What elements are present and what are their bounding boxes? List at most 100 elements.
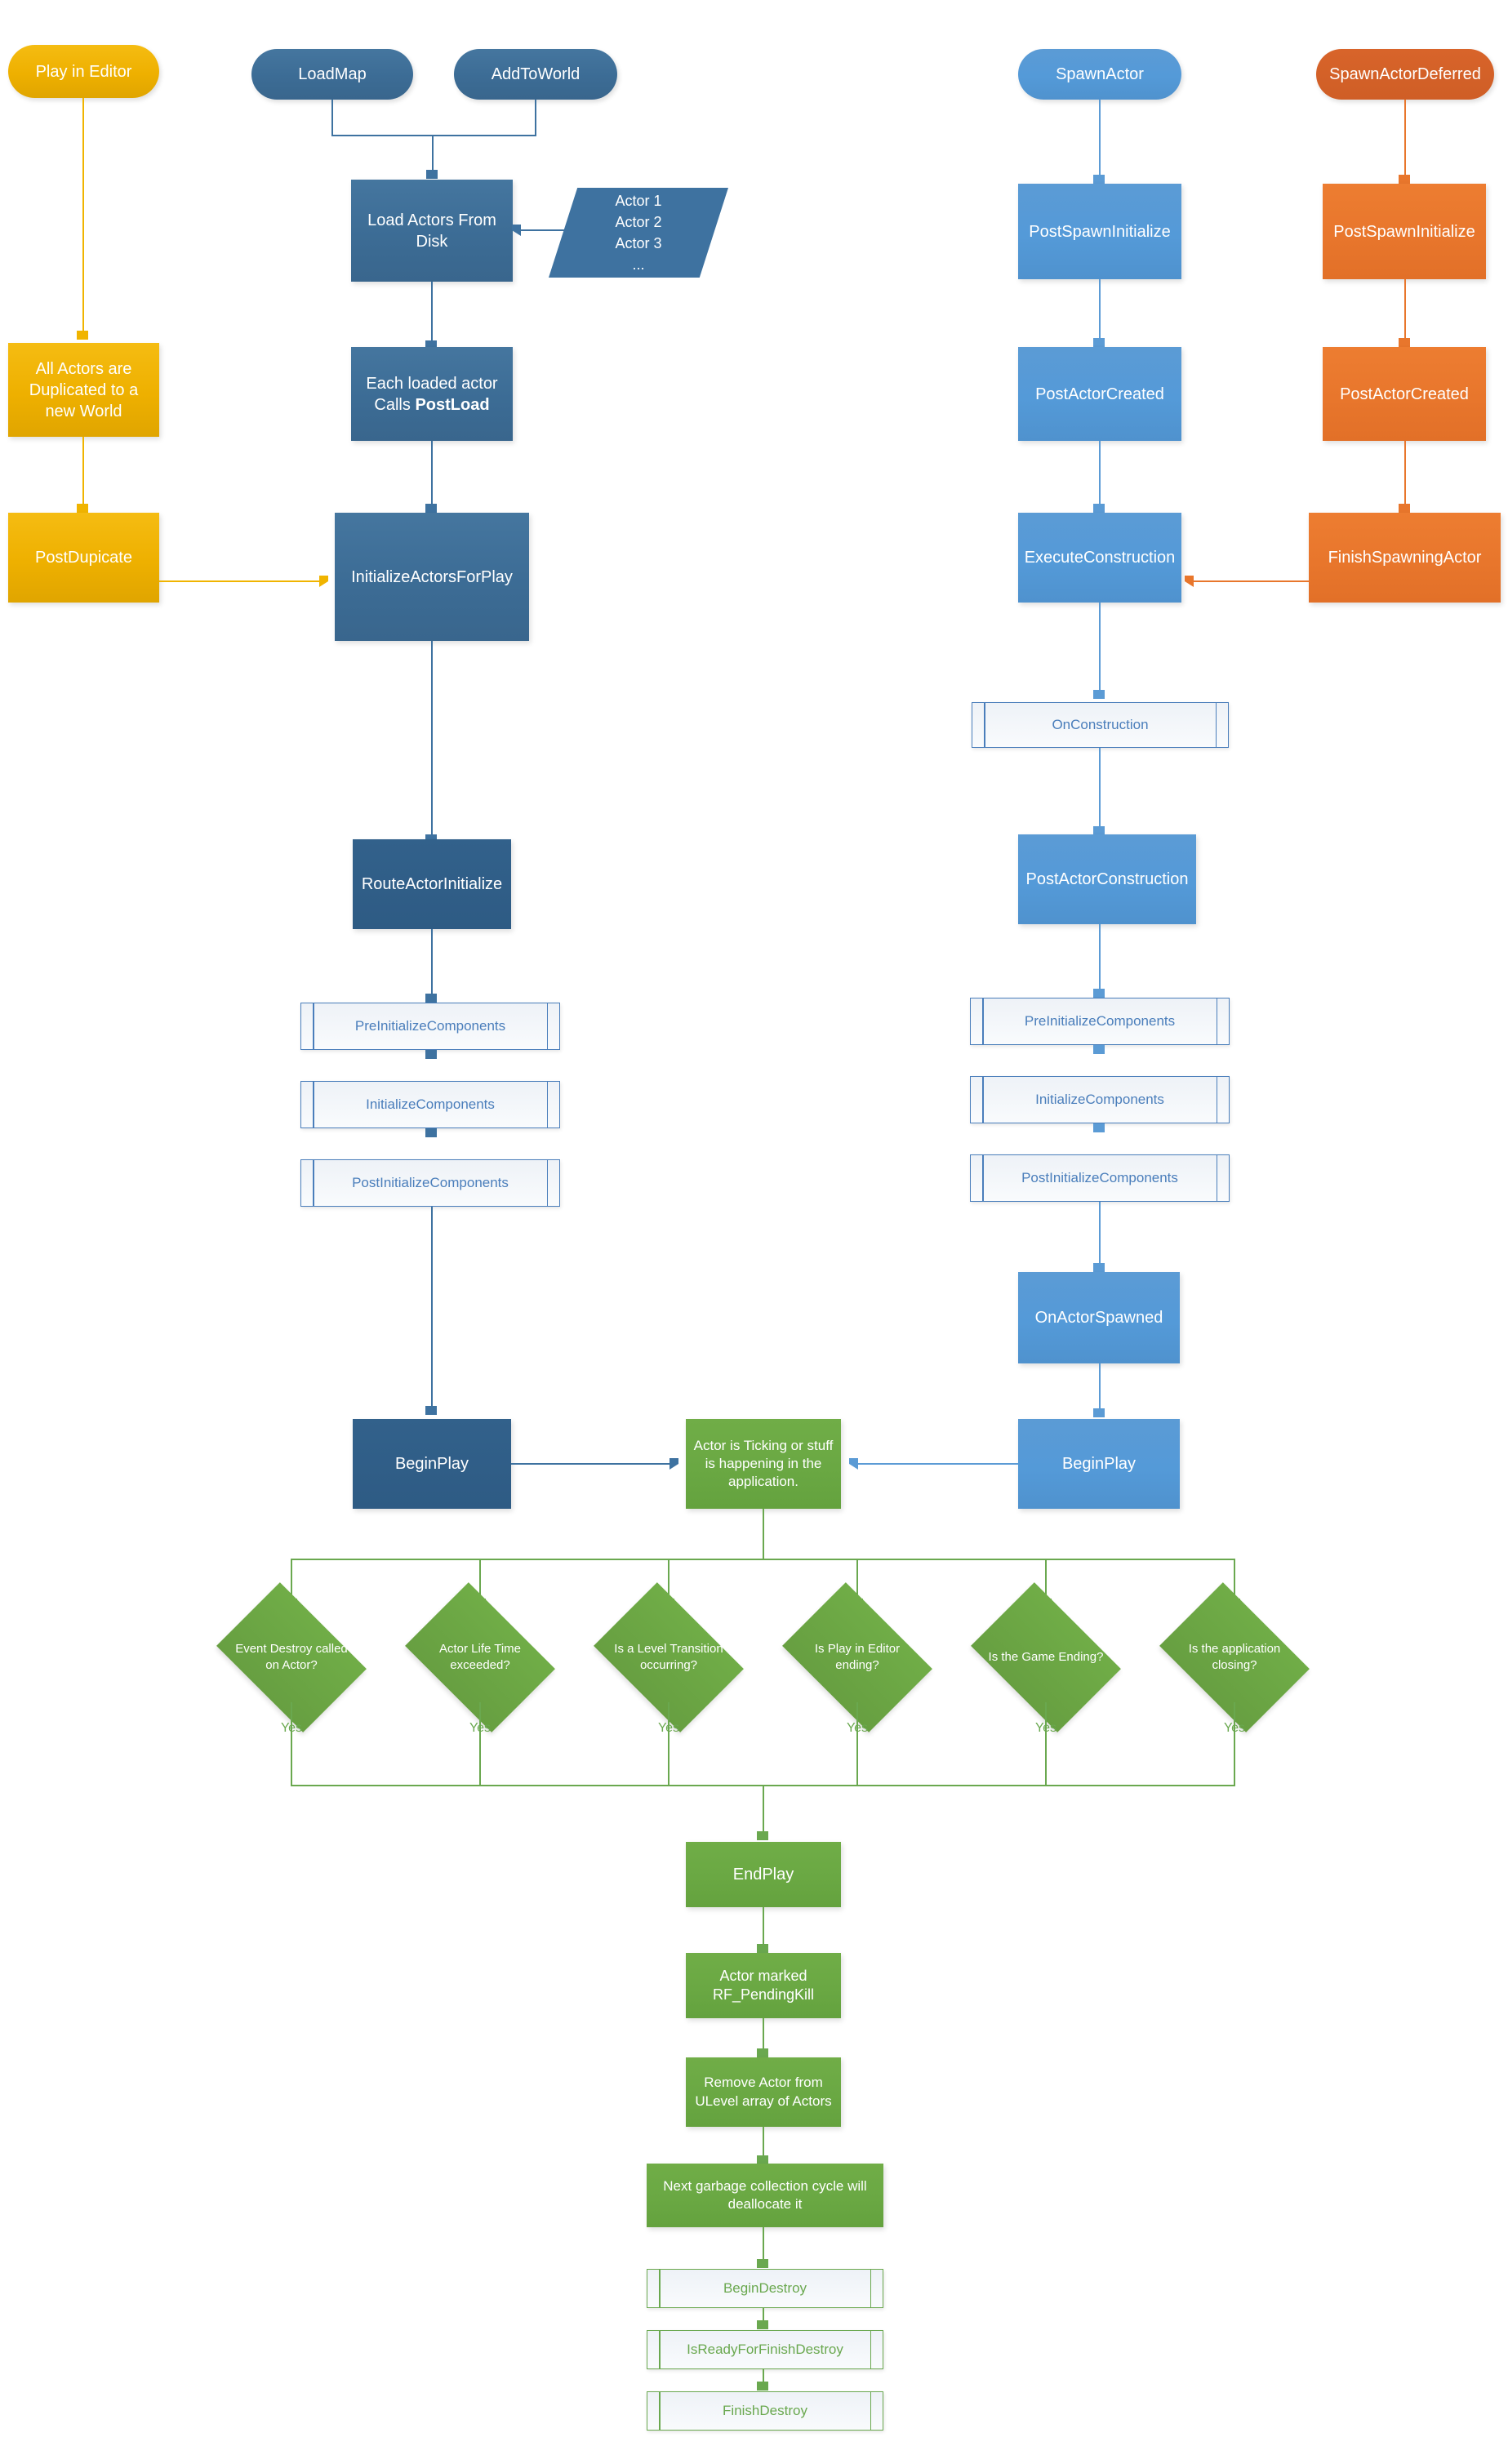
node-spawn-actor[interactable]: SpawnActor (1018, 49, 1181, 100)
decision-game-ending[interactable]: Is the Game Ending? (971, 1582, 1121, 1732)
node-initialize-components-right[interactable]: InitializeComponents (970, 1076, 1230, 1123)
node-post-spawn-initialize-blue[interactable]: PostSpawnInitialize (1018, 184, 1181, 279)
node-begin-destroy-label: BeginDestroy (723, 2280, 807, 2296)
node-load-map[interactable]: LoadMap (251, 49, 413, 100)
decision-game-ending-label: Is the Game Ending? (988, 1649, 1104, 1664)
node-begin-play-right[interactable]: BeginPlay (1018, 1419, 1180, 1509)
decision-level-transition[interactable]: Is a Level Transition occurring? (594, 1582, 744, 1732)
node-all-actors-duplicated[interactable]: All Actors are Duplicated to a new World (8, 343, 159, 437)
node-post-spawn-initialize-blue-label: PostSpawnInitialize (1029, 222, 1171, 241)
connector-ticking-down (763, 1509, 764, 1560)
arrowhead-to-onconstruction (1093, 690, 1105, 699)
node-load-actors-from-disk-label: Load Actors From Disk (367, 211, 496, 251)
node-post-actor-created-orange[interactable]: PostActorCreated (1323, 347, 1486, 441)
node-add-to-world[interactable]: AddToWorld (454, 49, 617, 100)
node-spawn-actor-deferred[interactable]: SpawnActorDeferred (1316, 49, 1494, 100)
node-play-in-editor[interactable]: Play in Editor (8, 45, 159, 98)
node-each-loaded-actor-postload[interactable]: Each loaded actor Calls PostLoad (351, 347, 513, 441)
connector-loadactors-down (431, 282, 433, 343)
connector-postduplicate-to-initactors (159, 580, 320, 582)
node-finish-destroy[interactable]: FinishDestroy (647, 2391, 883, 2431)
node-on-construction[interactable]: OnConstruction (972, 702, 1229, 748)
connector-merge-horizontal (331, 135, 536, 136)
node-actor-marked-pendingkill-label: Actor marked RF_PendingKill (712, 1967, 815, 2003)
arrowhead-to-beginplay-right (1093, 1408, 1105, 1417)
node-all-actors-duplicated-label: All Actors are Duplicated to a new World (29, 359, 139, 420)
arrowhead-beginplayright-to-ticking (849, 1458, 858, 1470)
merge-bus-down (763, 1785, 764, 1834)
node-post-duplicate[interactable]: PostDupicate (8, 513, 159, 603)
node-initialize-actors-for-play-label: InitializeActorsForPlay (351, 567, 513, 586)
node-is-ready-for-finish-destroy[interactable]: IsReadyForFinishDestroy (647, 2330, 883, 2369)
connector-finishspawning-to-executeconstruction (1194, 580, 1310, 582)
postload-bold-text: PostLoad (415, 395, 490, 414)
arrowhead-preinit-to-init-right (1093, 1045, 1105, 1054)
decision-event-destroy-label: Event Destroy called on Actor? (235, 1641, 348, 1672)
decision-drop-4 (856, 1559, 858, 1601)
connector-addtoworld-down (535, 100, 536, 136)
node-pre-initialize-components-right[interactable]: PreInitializeComponents (970, 998, 1230, 1045)
node-remove-actor-from-ulevel-label: Remove Actor from ULevel array of Actors (695, 2075, 832, 2109)
node-initialize-components-left-label: InitializeComponents (366, 1096, 495, 1112)
node-post-initialize-components-left-label: PostInitializeComponents (352, 1175, 509, 1190)
decision-actor-life-time[interactable]: Actor Life Time exceeded? (405, 1582, 555, 1732)
arrowhead-to-initactorsforplay (425, 504, 437, 513)
each-loaded-actor-text: Each loaded actor Calls (366, 374, 498, 414)
arrowhead-to-onactorspawned (1093, 1263, 1105, 1272)
node-post-initialize-components-right-label: PostInitializeComponents (1021, 1170, 1178, 1185)
node-execute-construction[interactable]: ExecuteConstruction (1018, 513, 1181, 603)
decision-play-in-editor-ending[interactable]: Is Play in Editor ending? (782, 1582, 932, 1732)
decision-drop-1 (291, 1559, 292, 1601)
node-initialize-actors-for-play[interactable]: InitializeActorsForPlay (335, 513, 529, 641)
yes-drop-4 (856, 1702, 858, 1786)
node-load-actors-from-disk[interactable]: Load Actors From Disk (351, 180, 513, 282)
arrowhead-init-to-postinit-left (425, 1128, 437, 1137)
node-begin-play-right-label: BeginPlay (1061, 1455, 1137, 1473)
node-begin-play-left-label: BeginPlay (394, 1455, 469, 1473)
arrowhead-to-postspawninitialize-orange (1399, 175, 1410, 184)
node-actor-marked-pendingkill[interactable]: Actor marked RF_PendingKill (686, 1953, 841, 2018)
node-finish-spawning-actor[interactable]: FinishSpawningActor (1309, 513, 1501, 603)
node-next-gc-cycle-label: Next garbage collection cycle will deall… (663, 2177, 867, 2212)
connector-routeactorinit-down (431, 929, 433, 996)
actor-list-item-1: Actor 1 (615, 192, 662, 209)
node-remove-actor-from-ulevel[interactable]: Remove Actor from ULevel array of Actors (686, 2057, 841, 2127)
node-pre-initialize-components-left[interactable]: PreInitializeComponents (300, 1003, 560, 1050)
node-post-initialize-components-right[interactable]: PostInitializeComponents (970, 1154, 1230, 1202)
node-on-actor-spawned[interactable]: OnActorSpawned (1018, 1272, 1180, 1363)
node-pre-initialize-components-left-label: PreInitializeComponents (354, 1018, 506, 1034)
decision-application-closing[interactable]: Is the application closing? (1159, 1582, 1310, 1732)
node-actor-ticking[interactable]: Actor is Ticking or stuff is happening i… (686, 1419, 841, 1509)
decision-event-destroy[interactable]: Event Destroy called on Actor? (216, 1582, 367, 1732)
node-route-actor-initialize[interactable]: RouteActorInitialize (353, 839, 511, 929)
node-end-play[interactable]: EndPlay (686, 1842, 841, 1907)
actor-list-item-3: Actor 3 (615, 235, 662, 251)
arrowhead-to-gc-cycle (757, 2155, 768, 2164)
node-post-actor-construction[interactable]: PostActorConstruction (1018, 834, 1196, 924)
node-begin-play-left[interactable]: BeginPlay (353, 1419, 511, 1509)
node-execute-construction-label: ExecuteConstruction (1024, 549, 1176, 567)
node-post-actor-created-blue[interactable]: PostActorCreated (1018, 347, 1181, 441)
arrowhead-to-finishdestroy (757, 2382, 768, 2391)
node-post-initialize-components-left[interactable]: PostInitializeComponents (300, 1159, 560, 1207)
node-next-gc-cycle[interactable]: Next garbage collection cycle will deall… (647, 2164, 883, 2227)
arrowhead-to-each-loaded-actor (425, 340, 437, 349)
connector-beginplayright-to-ticking (857, 1463, 1018, 1465)
node-post-duplicate-label: PostDupicate (35, 549, 132, 567)
arrowhead-to-postactorcreated-orange (1399, 338, 1410, 347)
decision-drop-2 (479, 1559, 481, 1601)
node-post-spawn-initialize-orange[interactable]: PostSpawnInitialize (1323, 184, 1486, 279)
node-post-actor-created-orange-label: PostActorCreated (1340, 385, 1469, 403)
node-initialize-components-left[interactable]: InitializeComponents (300, 1081, 560, 1128)
node-initialize-components-right-label: InitializeComponents (1035, 1092, 1164, 1107)
node-begin-destroy[interactable]: BeginDestroy (647, 2269, 883, 2308)
node-actor-list[interactable]: Actor 1 Actor 2 Actor 3 ... (549, 188, 728, 278)
arrowhead-to-executeconstruction (1093, 504, 1105, 513)
decision-bus-horizontal (291, 1559, 1234, 1560)
yes-drop-3 (668, 1702, 669, 1786)
connector-pactorcreated-blue-down (1099, 441, 1101, 506)
node-actor-ticking-label: Actor is Ticking or stuff is happening i… (693, 1437, 834, 1490)
connector-removeactor-down (763, 2127, 764, 2158)
node-on-construction-label: OnConstruction (1052, 717, 1149, 732)
arrowhead-to-routeactorinitialize (425, 834, 437, 843)
